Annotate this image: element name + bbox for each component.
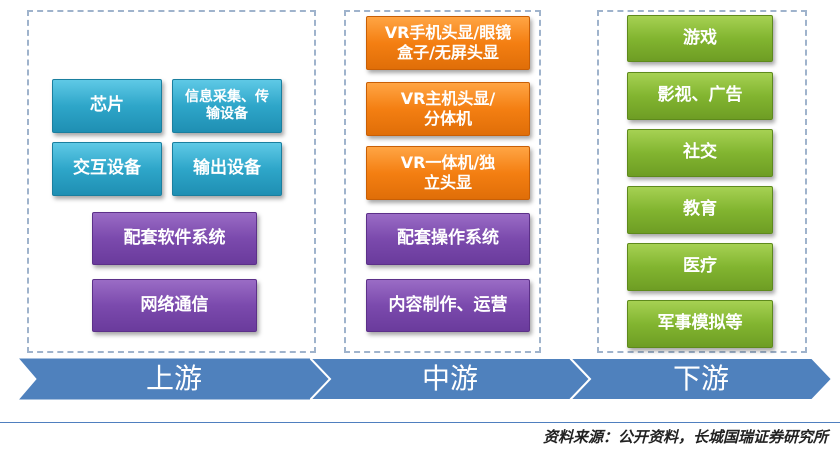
upstream-arrow: 上游 [18,358,330,400]
interaction-device-box: 交互设备 [52,142,162,196]
pc-vr-box: VR主机头显/分体机 [366,82,530,136]
app-medical: 医疗 [627,243,773,291]
network-box: 网络通信 [92,279,257,332]
info-capture-label: 信息采集、传输设备 [185,88,269,123]
app-military: 军事模拟等 [627,300,773,348]
content-box: 内容制作、运营 [366,279,530,332]
downstream-panel [597,10,807,353]
source-note: 资料来源：公开资料，长城国瑞证券研究所 [542,428,828,446]
app-film-ads: 影视、广告 [627,72,773,120]
chip-box: 芯片 [52,79,162,133]
app-education: 教育 [627,186,773,234]
midstream-panel [344,10,541,353]
upstream-panel [27,10,316,353]
app-games: 游戏 [627,15,773,62]
info-capture-box: 信息采集、传输设备 [172,79,282,133]
upstream-label: 上游 [145,362,202,395]
mobile-vr-label: VR手机头显/眼镜盒子/无屏头显 [384,23,512,62]
midstream-arrow: 中游 [310,358,590,400]
midstream-label: 中游 [421,362,478,395]
os-box: 配套操作系统 [366,213,530,265]
output-device-box: 输出设备 [172,142,282,196]
downstream-arrow: 下游 [570,358,832,400]
downstream-label: 下游 [672,362,729,395]
mobile-vr-box: VR手机头显/眼镜盒子/无屏头显 [366,16,530,70]
standalone-vr-label: VR一体机/独立头显 [400,153,496,192]
pc-vr-label: VR主机头显/分体机 [400,89,496,128]
app-social: 社交 [627,129,773,177]
standalone-vr-box: VR一体机/独立头显 [366,146,530,200]
divider [0,422,840,423]
supporting-software-box: 配套软件系统 [92,212,257,265]
